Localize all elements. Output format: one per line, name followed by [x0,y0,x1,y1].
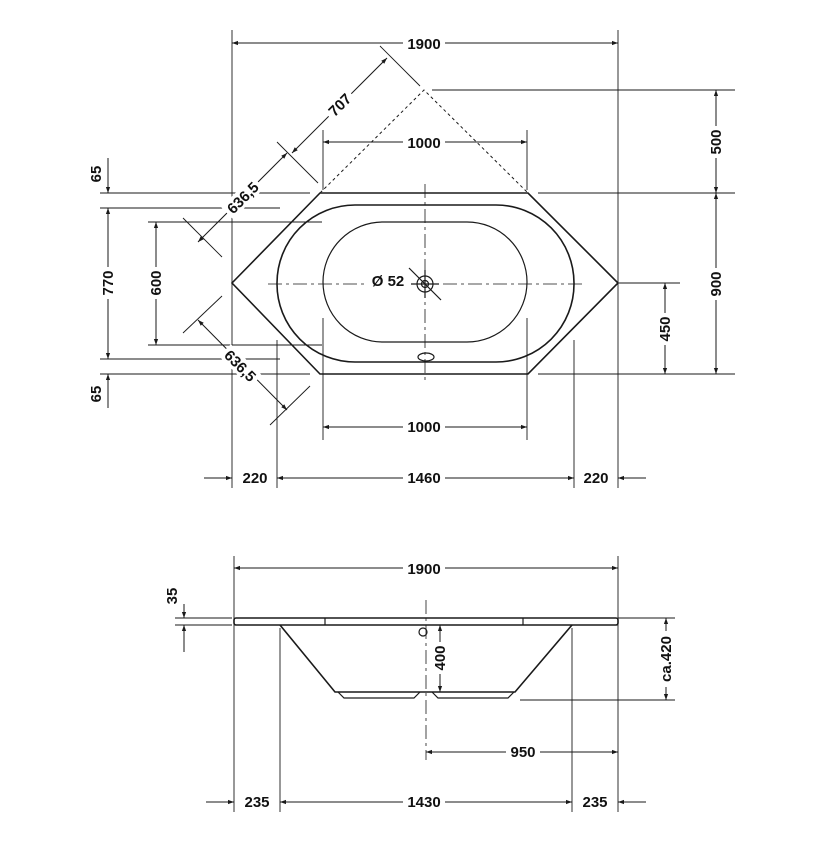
top-view: 1900 707 1000 636,5 636,5 65 770 600 65 [88,30,735,488]
dim-side-overall-width: 1900 [407,561,440,578]
dim-side-bottom-mid: 1430 [407,794,440,811]
tub-body-profile [279,624,573,693]
dim-overall-width: 1900 [407,36,440,53]
overflow-hole-icon [418,627,428,637]
dim-bottom-right: 220 [583,470,608,487]
dim-side-bottom-right: 235 [582,794,607,811]
dim-depth: 400 [432,645,449,670]
dim-side-bottom-left: 235 [244,794,269,811]
dim-bottom-left: 220 [242,470,267,487]
dim-inner-bottom-width: 1000 [407,419,440,436]
side-view: 1900 35 400 ca.420 950 235 1430 235 [164,556,675,812]
dim-inner-top-width: 1000 [407,135,440,152]
dim-left-height: 770 [100,270,117,295]
dim-bottom-mid: 1460 [407,470,440,487]
tub-rim-oval [276,204,575,363]
dim-left-offset-bottom: 65 [88,386,105,403]
label-overflow-diameter: Ø 52 [372,273,405,290]
dim-inner-height: 600 [148,270,165,295]
tub-feet [337,691,421,699]
dim-left-offset-top: 65 [88,166,105,183]
overflow-icon [417,352,435,362]
dim-right-height: 900 [708,271,725,296]
dim-rim: 35 [164,588,181,605]
dim-drain-distance: 950 [510,744,535,761]
dim-drain-offset: 450 [657,316,674,341]
dim-right-top: 500 [708,129,725,154]
corner-reference-dashed [319,89,529,194]
dim-total-height: ca.420 [658,636,675,682]
